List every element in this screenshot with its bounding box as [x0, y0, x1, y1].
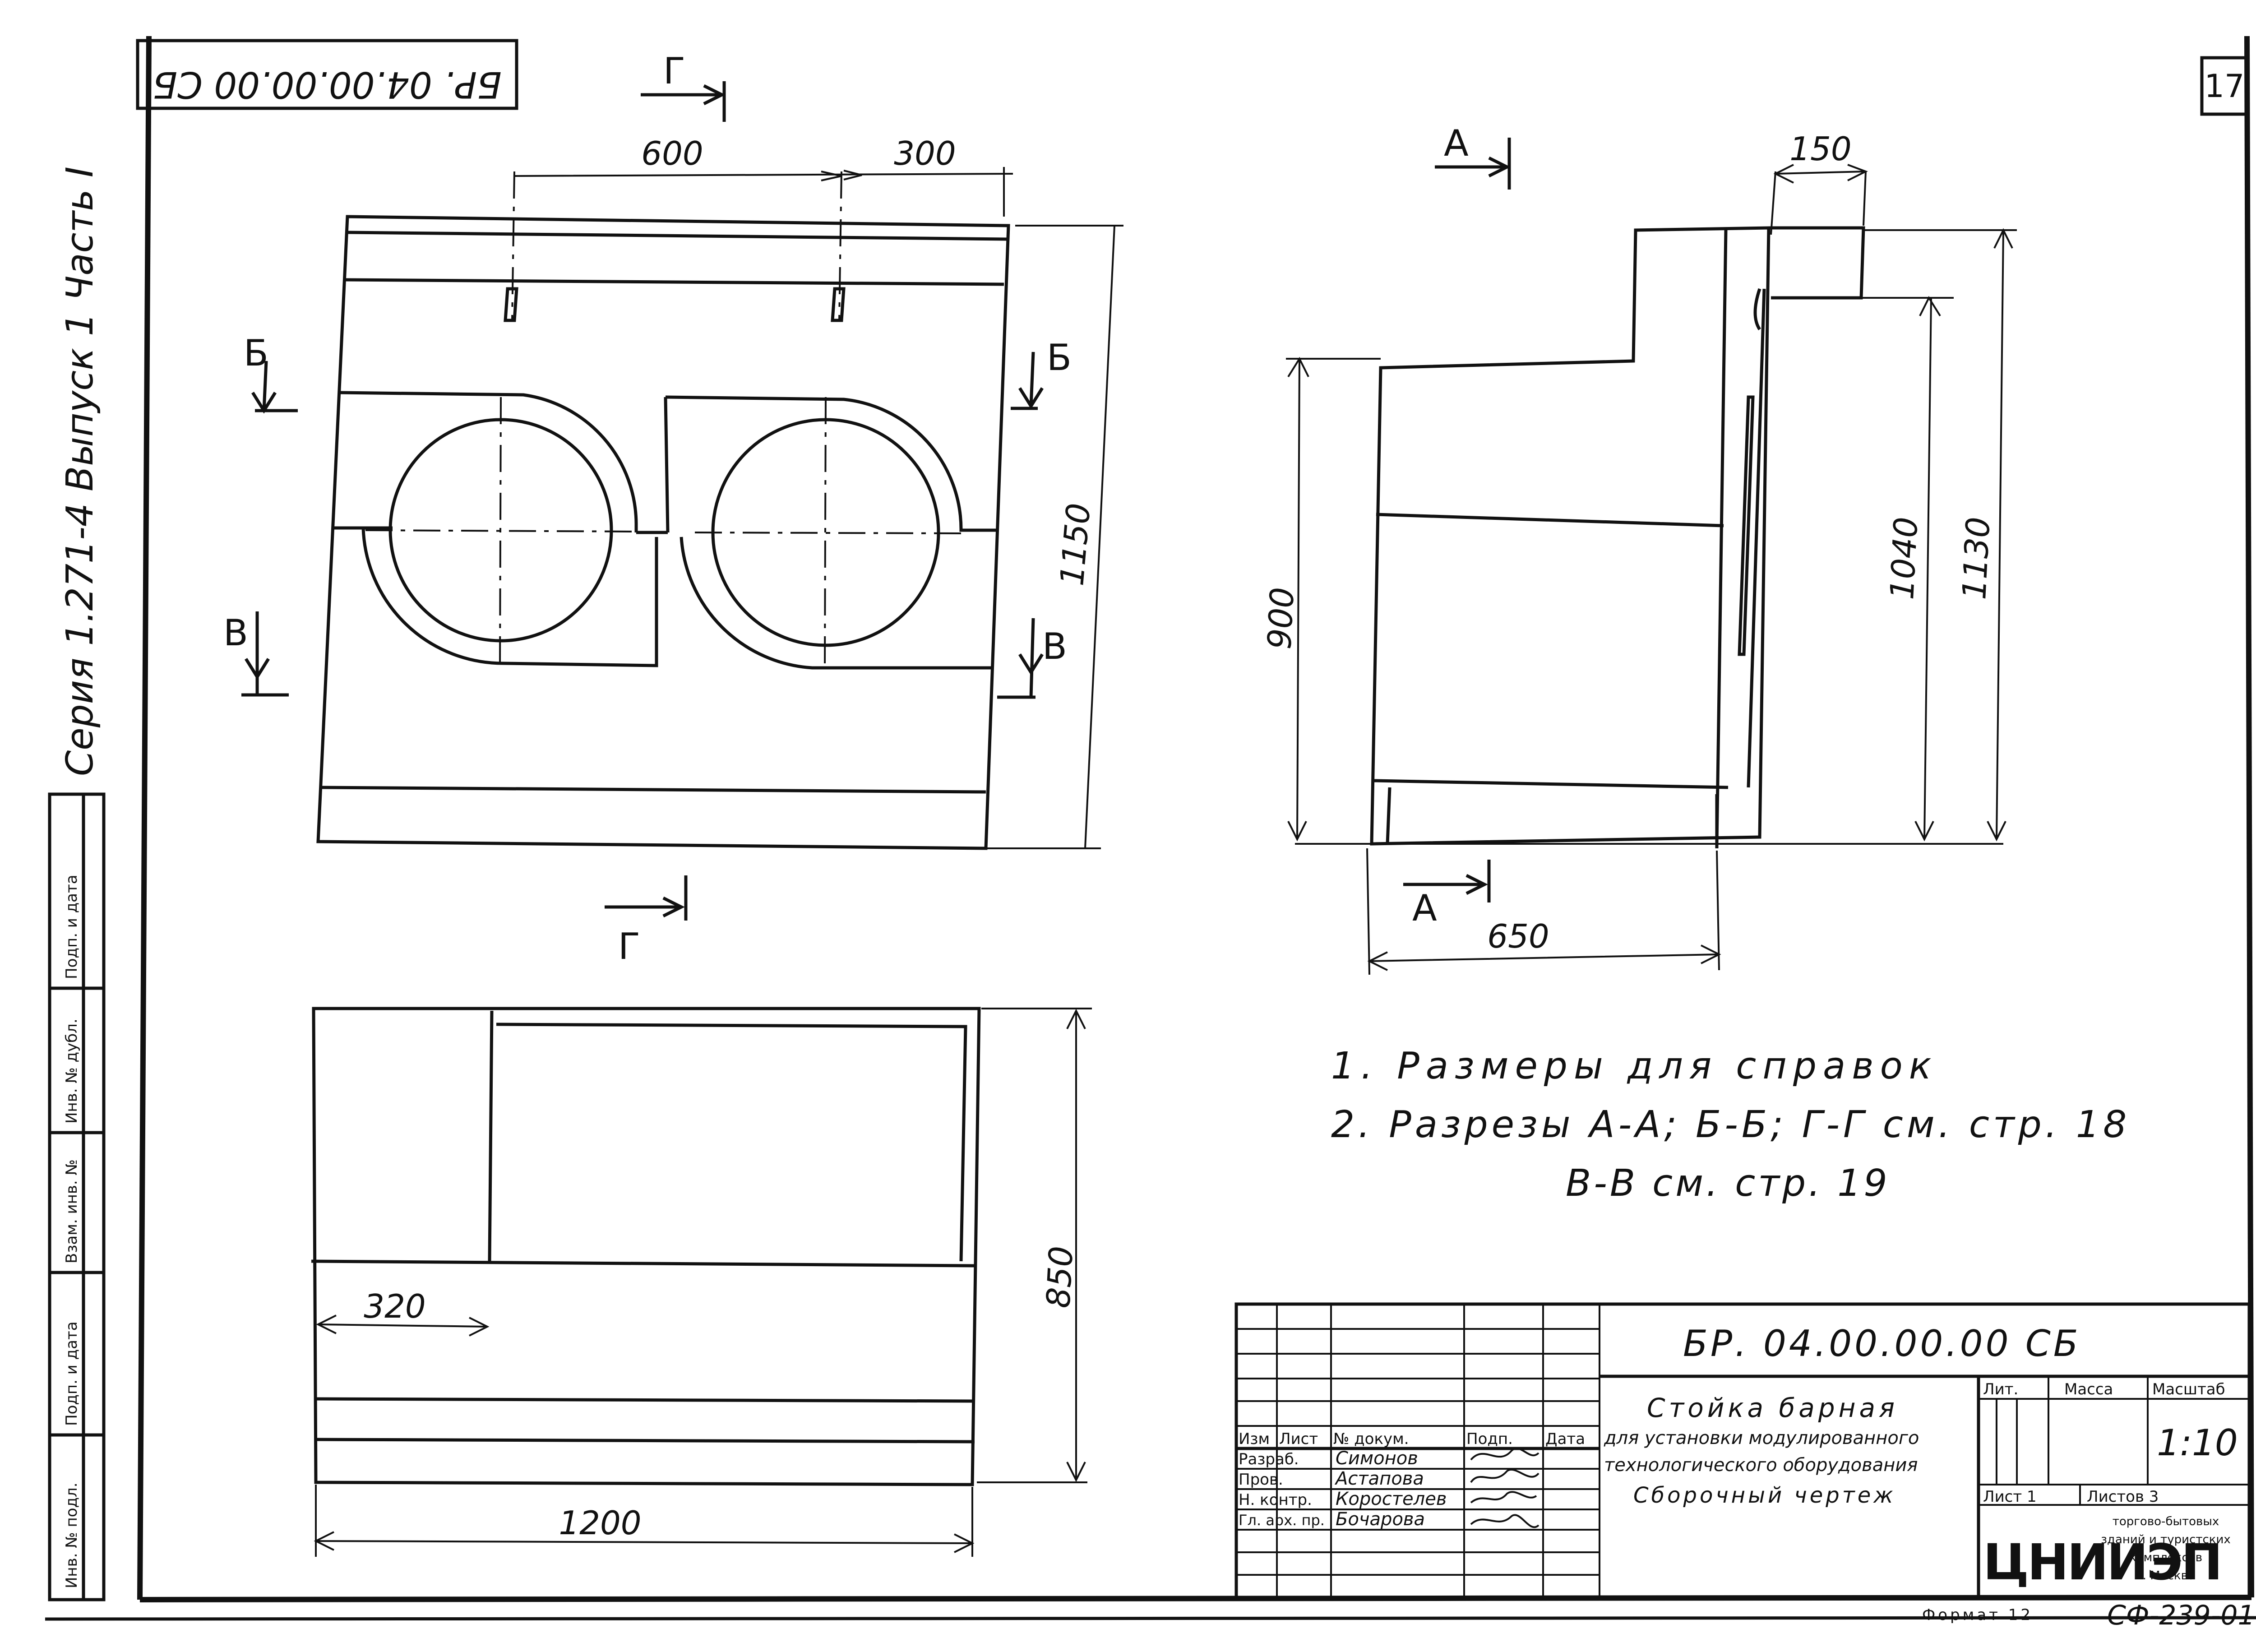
section-mark-v-left: В — [223, 611, 289, 697]
front-view: 600 300 1150 Б Б В В Г Г — [223, 50, 1123, 967]
org-line-2: зданий и туристских — [2101, 1533, 2231, 1546]
svg-text:А: А — [1412, 887, 1437, 929]
code-bottom: СФ-239-01 — [2107, 1600, 2255, 1631]
designation: БР. 04.00.00.00 СБ — [1683, 1323, 2081, 1365]
svg-text:В: В — [1042, 625, 1067, 667]
signer-role-1: Разраб. — [1239, 1450, 1299, 1468]
signatures — [1470, 1447, 1539, 1528]
plan-view: 320 850 1200 — [311, 1007, 1092, 1557]
dim-150: 150 — [1789, 130, 1851, 168]
col-izm: Изм — [1239, 1430, 1270, 1448]
org-line-3: комплексов — [2129, 1551, 2202, 1564]
note-2: 2. Разрезы А-А; Б-Б; Г-Г см. стр. 18 — [1331, 1103, 2130, 1146]
signer-name-4: Бочарова — [1336, 1509, 1425, 1530]
dim-850: 850 — [1039, 1245, 1080, 1309]
org-logo: ЦНИИЭП — [1983, 1533, 2221, 1591]
svg-text:Г: Г — [663, 50, 685, 92]
notes: 1. Размеры для справок 2. Разрезы А-А; Б… — [1331, 1045, 2130, 1205]
title-line-1: Стойка барная — [1647, 1393, 1898, 1423]
scale-value: 1:10 — [2157, 1422, 2238, 1464]
lit-label: Лит. — [1983, 1380, 2018, 1398]
side-view: 900 1040 1130 150 650 А А — [1260, 122, 2017, 975]
dim-600: 600 — [641, 134, 703, 172]
series-text: Серия 1.271-4 Выпуск 1 Часть I — [59, 167, 102, 776]
signer-name-1: Симонов — [1336, 1448, 1418, 1469]
format-label: Формат 12 — [1922, 1606, 2033, 1624]
side-stamp-3: Взам. инв. № — [63, 1159, 81, 1263]
svg-text:А: А — [1444, 122, 1469, 164]
svg-text:Г: Г — [618, 925, 640, 967]
section-mark-b-right: Б — [1011, 337, 1072, 410]
section-mark-g-top: Г — [641, 50, 726, 122]
col-sign: Подп. — [1466, 1430, 1513, 1448]
section-mark-a-top: А — [1435, 122, 1511, 190]
mass-label: Масса — [2064, 1380, 2113, 1398]
dim-1150: 1150 — [1053, 502, 1098, 588]
dim-900: 900 — [1260, 586, 1301, 650]
signer-role-3: Н. контр. — [1239, 1491, 1312, 1509]
title-line-4: Сборочный чертеж — [1633, 1483, 1896, 1508]
rotated-doc-code: БР. 04.00.00.00 СБ — [136, 39, 518, 110]
note-1: 1. Размеры для справок — [1331, 1045, 1937, 1087]
side-stamp-5: Подп. и дата — [63, 875, 81, 979]
dim-1040: 1040 — [1883, 516, 1925, 601]
side-stamp: Инв. № подл. Подп. и дата Взам. инв. № И… — [48, 792, 106, 1601]
col-date: Дата — [1545, 1430, 1585, 1448]
page-number: 17 — [2204, 68, 2244, 105]
dim-320: 320 — [364, 1287, 425, 1325]
page-number-box: 17 — [2200, 56, 2249, 116]
svg-text:В: В — [223, 612, 248, 654]
signer-name-2: Астапова — [1334, 1468, 1424, 1489]
signer-role-2: Пров. — [1239, 1471, 1283, 1489]
title-line-2: для установки модулированного — [1604, 1428, 1919, 1448]
col-list: Лист — [1279, 1430, 1318, 1448]
sheet-label: Лист 1 — [1983, 1488, 2037, 1506]
col-doc: № докум. — [1333, 1430, 1409, 1448]
svg-text:Б: Б — [1047, 337, 1072, 379]
dim-650: 650 — [1487, 917, 1549, 955]
sheets-label: Листов 3 — [2087, 1488, 2159, 1506]
signer-name-3: Коростелев — [1336, 1489, 1447, 1509]
dim-1130: 1130 — [1955, 516, 1997, 601]
title-block: БР. 04.00.00.00 СБ Стойка барная для уст… — [1234, 1302, 2251, 1599]
note-3: В-В см. стр. 19 — [1566, 1162, 1890, 1205]
rotated-doc-code-text: БР. 04.00.00.00 СБ — [153, 64, 502, 106]
section-mark-g-bottom: Г — [605, 875, 688, 967]
org-line-1: торгово-бытовых — [2113, 1515, 2219, 1528]
side-stamp-2: Подп. и дата — [63, 1321, 81, 1426]
side-stamp-4: Инв. № дубл. — [63, 1018, 81, 1124]
title-line-3: технологического оборудования — [1604, 1455, 1918, 1476]
svg-text:Б: Б — [244, 332, 268, 374]
section-mark-a-bottom: А — [1403, 860, 1491, 929]
section-mark-b-left: Б — [244, 332, 298, 414]
signer-role-4: Гл. арх. пр. — [1239, 1512, 1325, 1529]
dim-300: 300 — [894, 134, 956, 172]
section-mark-v-right: В — [997, 618, 1067, 699]
org-line-4: г. Москва — [2136, 1569, 2195, 1583]
dim-1200: 1200 — [559, 1504, 641, 1542]
side-stamp-1: Инв. № подл. — [63, 1482, 81, 1588]
scale-label: Масштаб — [2152, 1380, 2225, 1398]
